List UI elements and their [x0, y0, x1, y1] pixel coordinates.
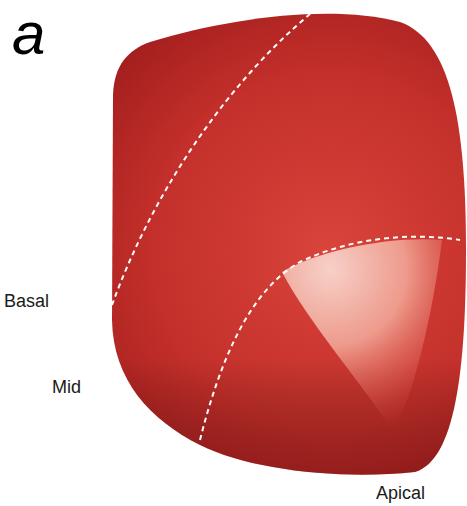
region-label: Mid — [52, 378, 81, 396]
panel-letter: a — [12, 4, 45, 64]
apex-highlight — [282, 239, 442, 432]
mid-apical-boundary — [200, 237, 460, 440]
basal-mid-boundary — [112, 14, 310, 305]
region-label: Apical — [376, 484, 425, 502]
ventricle-body — [112, 14, 466, 475]
ventricle-shading — [112, 14, 466, 475]
region-label: Basal — [4, 292, 49, 310]
